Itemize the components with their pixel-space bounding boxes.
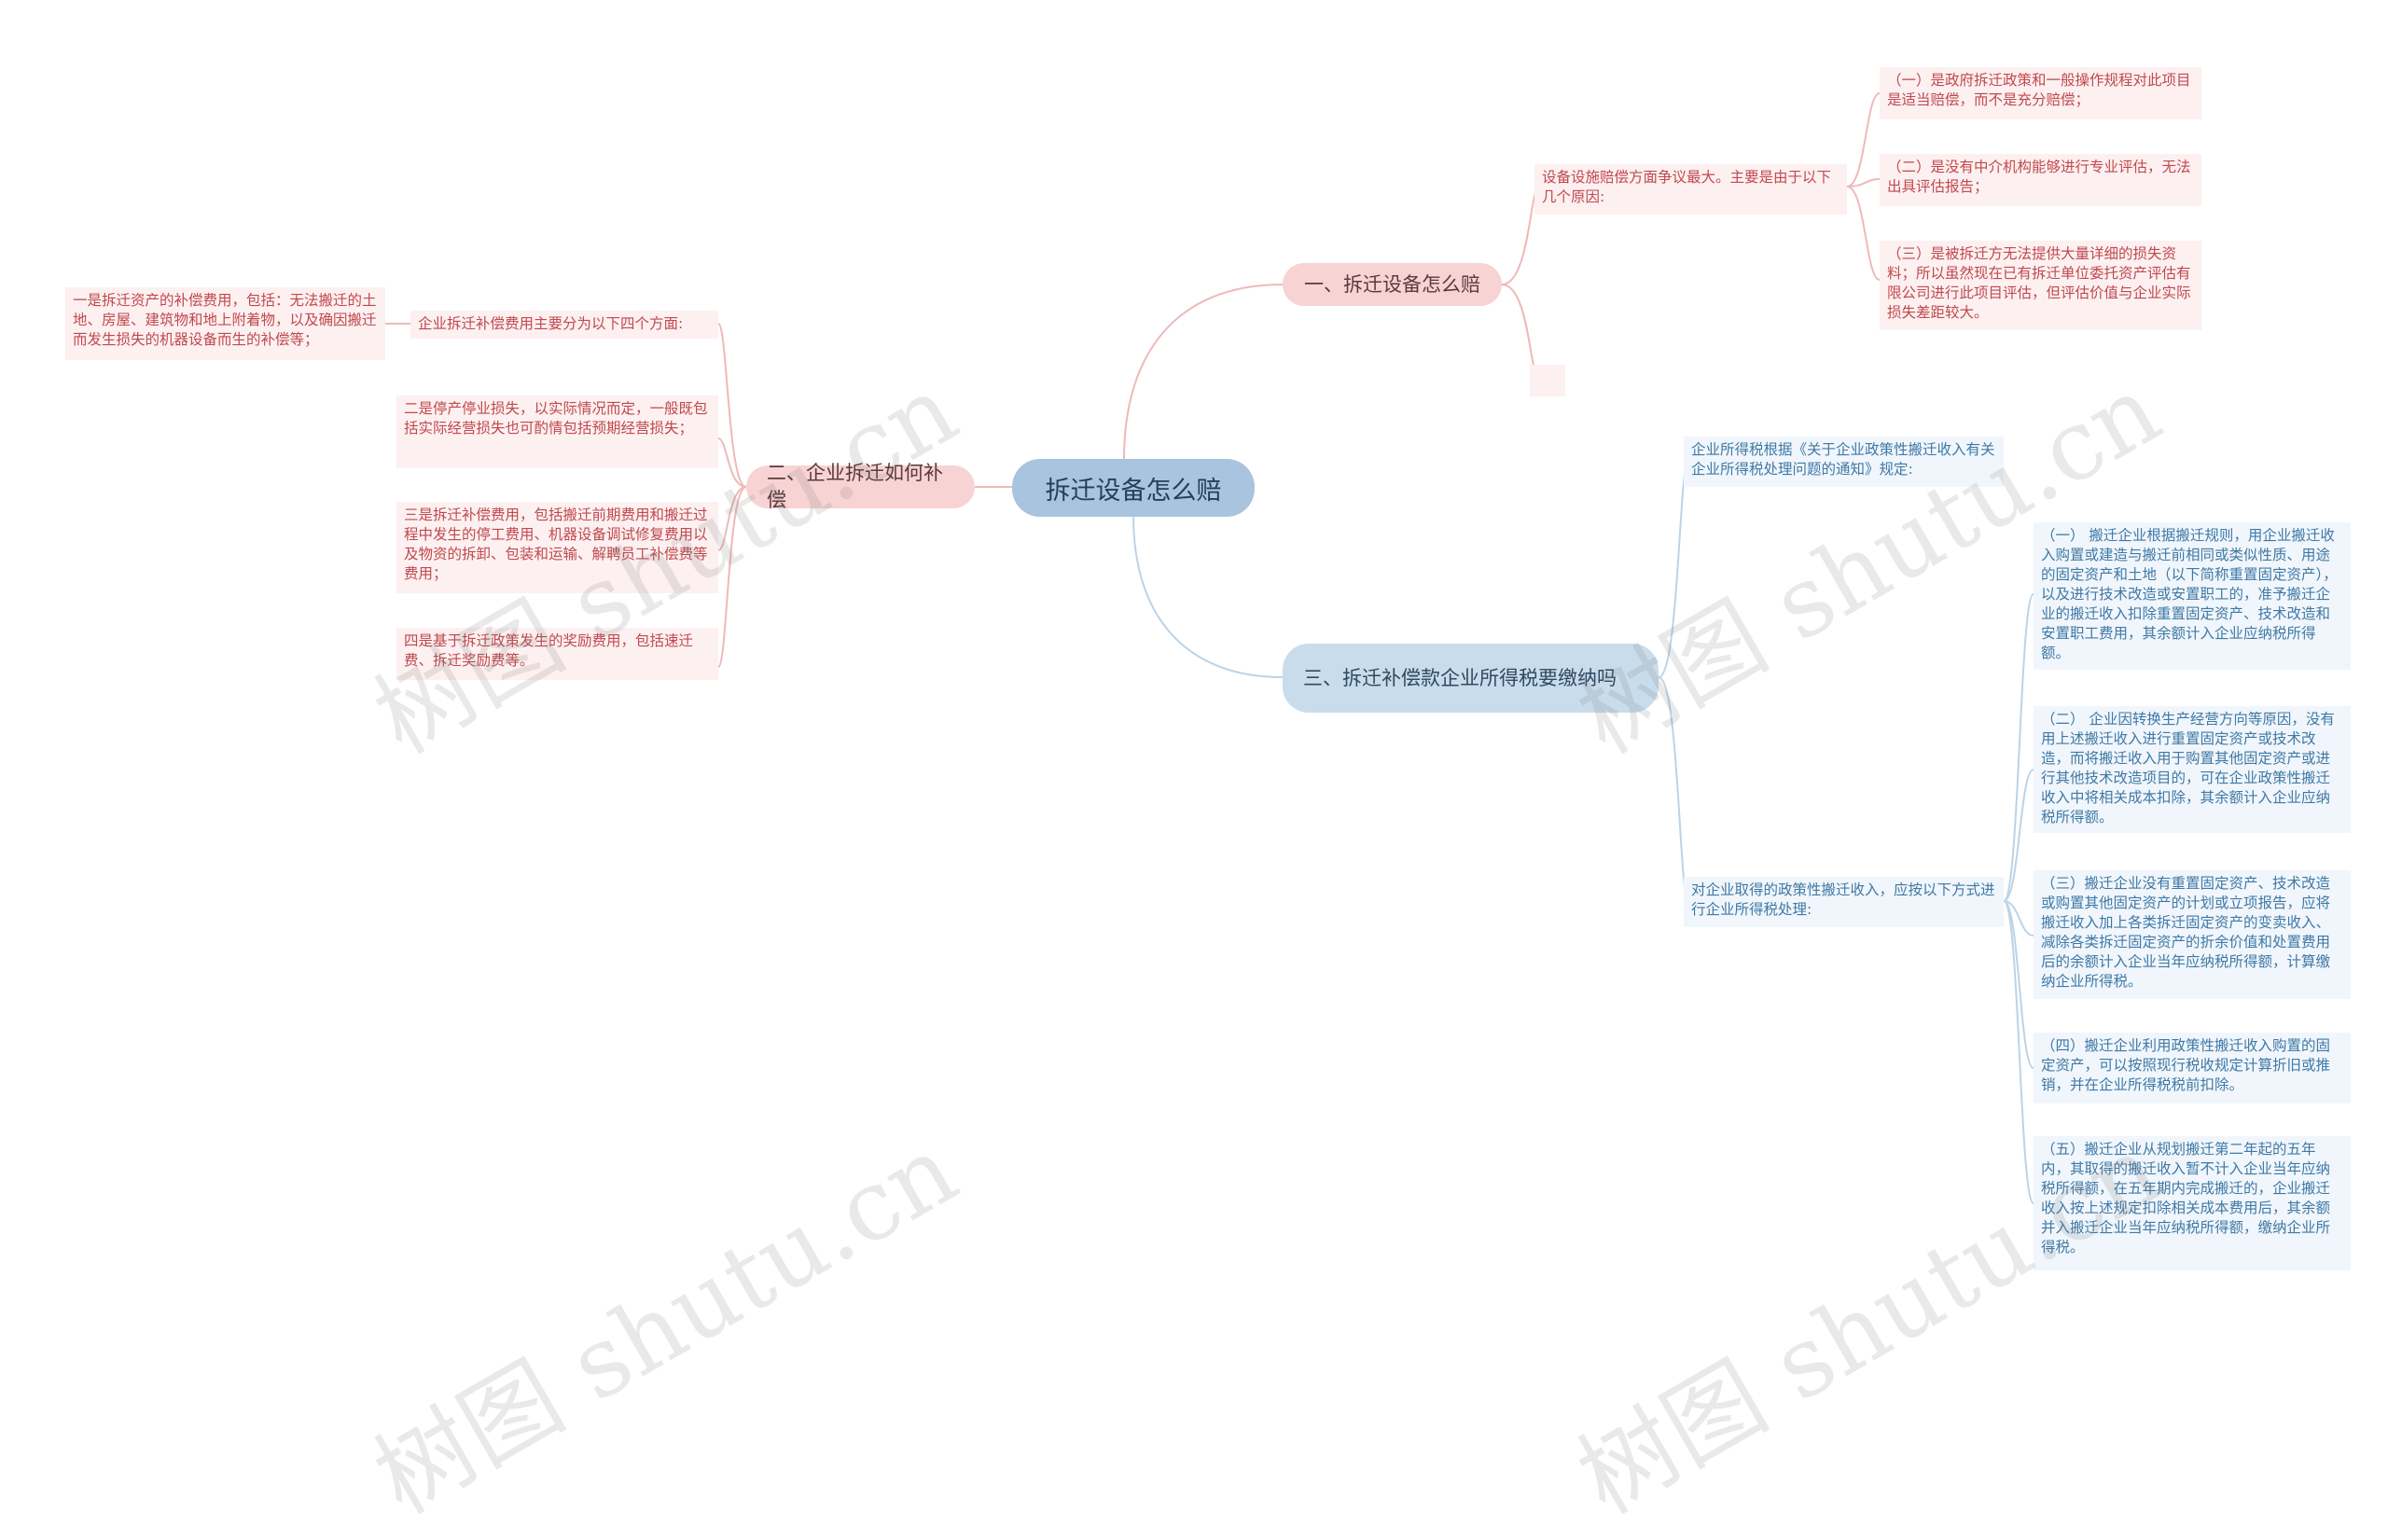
root-node[interactable]: 拆迁设备怎么赔 bbox=[1012, 459, 1255, 517]
b1-item-3[interactable]: （三）是被拆迁方无法提供大量详细的损失资料；所以虽然现在已有拆迁单位委托资产评估… bbox=[1880, 241, 2201, 330]
root-label: 拆迁设备怎么赔 bbox=[1045, 476, 1222, 506]
b1-empty-node[interactable] bbox=[1530, 365, 1565, 396]
branch-2-label: 二、企业拆迁如何补偿 bbox=[767, 462, 943, 511]
b1-item-1[interactable]: （一）是政府拆迁政策和一般操作规程对此项目是适当赔偿，而不是充分赔偿； bbox=[1880, 67, 2201, 119]
b3-item-1[interactable]: （一） 搬迁企业根据搬迁规则，用企业搬迁收入购置或建造与搬迁前相同或类似性质、用… bbox=[2034, 522, 2351, 670]
link-b3-subs bbox=[1658, 459, 1689, 902]
b3-sub-1[interactable]: 企业所得税根据《关于企业政策性搬迁收入有关企业所得税处理问题的通知》规定: bbox=[1684, 437, 2004, 487]
branch-1-label: 一、拆迁设备怎么赔 bbox=[1304, 272, 1480, 296]
link-root-b1 bbox=[1123, 284, 1284, 460]
b3-sub-2[interactable]: 对企业取得的政策性搬迁收入，应按以下方式进行企业所得税处理: bbox=[1684, 877, 2004, 927]
b2-sub-node[interactable]: 企业拆迁补偿费用主要分为以下四个方面: bbox=[410, 311, 718, 339]
b1-sub-node[interactable]: 设备设施赔偿方面争议最大。主要是由于以下几个原因: bbox=[1534, 164, 1847, 215]
link-root-b3 bbox=[1132, 515, 1284, 678]
mindmap-canvas: 拆迁设备怎么赔 一、拆迁设备怎么赔 设备设施赔偿方面争议最大。主要是由于以下几个… bbox=[65, 67, 2351, 1535]
branch-node-2[interactable]: 二、企业拆迁如何补偿 bbox=[746, 462, 975, 511]
branch-node-1[interactable]: 一、拆迁设备怎么赔 bbox=[1283, 263, 1502, 306]
b3-item-4[interactable]: （四）搬迁企业利用政策性搬迁收入购置的固定资产，可以按照现行税收规定计算折旧或推… bbox=[2034, 1033, 2351, 1103]
link-b1-sub bbox=[1501, 186, 1540, 285]
b2-item-3[interactable]: 三是拆迁补偿费用，包括搬迁前期费用和搬迁过程中发生的停工费用、机器设备调试修复费… bbox=[396, 502, 718, 593]
link-b3-sub2-items bbox=[2003, 593, 2034, 1204]
b2-item-4[interactable]: 四是基于拆迁政策发生的奖励费用，包括速迁费、拆迁奖励费等。 bbox=[396, 628, 718, 680]
b3-item-3[interactable]: （三）搬迁企业没有重置固定资产、技术改造或购置其他固定资产的计划或立项报告，应将… bbox=[2034, 870, 2351, 999]
b1-item-2[interactable]: （二）是没有中介机构能够进行专业评估，无法出具评估报告； bbox=[1880, 154, 2201, 206]
b3-item-5[interactable]: （五）搬迁企业从规划搬迁第二年起的五年内，其取得的搬迁收入暂不计入企业当年应纳税… bbox=[2034, 1136, 2351, 1270]
b3-item-2[interactable]: （二） 企业因转换生产经营方向等原因，没有用上述搬迁收入进行重置固定资产或技术改… bbox=[2034, 706, 2351, 833]
branch-3-label: 三、拆迁补偿款企业所得税要缴纳吗 bbox=[1303, 666, 1617, 689]
link-b1-sub-items bbox=[1846, 92, 1881, 281]
b2-item-2[interactable]: 二是停产停业损失，以实际情况而定，一般既包括实际经营损失也可酌情包括预期经营损失… bbox=[396, 395, 718, 468]
link-b2-items bbox=[717, 323, 747, 668]
b2-sub-detail[interactable]: 一是拆迁资产的补偿费用，包括：无法搬迁的土地、房屋、建筑物和地上附着物，以及确因… bbox=[65, 287, 385, 360]
branch-node-3[interactable]: 三、拆迁补偿款企业所得税要缴纳吗 bbox=[1283, 644, 1659, 713]
